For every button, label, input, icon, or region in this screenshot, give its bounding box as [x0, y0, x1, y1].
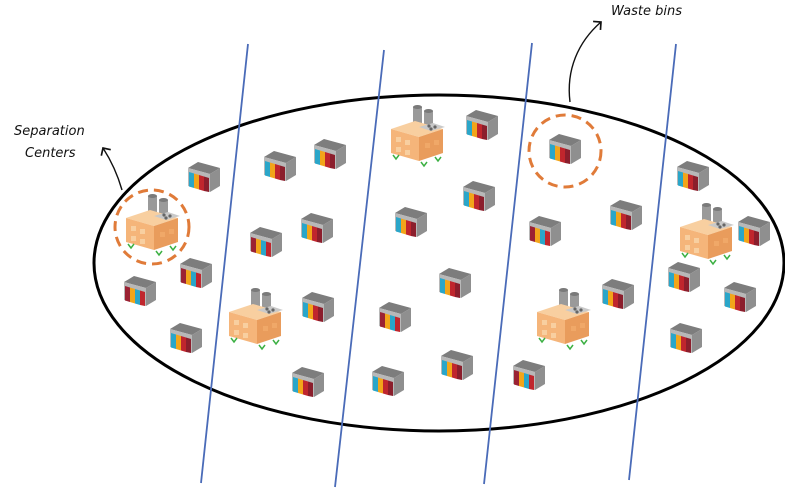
waste-bin-icon — [602, 279, 634, 309]
region-ellipse — [92, 93, 785, 433]
waste-bin-icon — [180, 258, 212, 288]
waste-bin-icon — [466, 110, 498, 140]
highlight-circle-separation-center — [113, 188, 191, 266]
waste-bin-icon — [529, 216, 561, 246]
separation-center-icon — [228, 287, 284, 350]
waste-bin-icon — [668, 262, 700, 292]
waste-bin-icon — [302, 292, 334, 322]
waste-bin-icon — [188, 162, 220, 192]
separation-label-line2: Centers — [25, 146, 76, 161]
waste-bin-icon — [610, 200, 642, 230]
divider-line-1 — [200, 43, 249, 484]
divider-line-3 — [483, 42, 533, 485]
waste-bin-icon — [463, 181, 495, 211]
waste-bin-icon — [724, 282, 756, 312]
separation-center-icon — [679, 202, 735, 265]
waste-bin-icon — [292, 367, 324, 397]
separation-center-icon — [536, 287, 592, 350]
waste-bin-icon — [677, 161, 709, 191]
waste-bin-icon — [670, 323, 702, 353]
waste-bin-icon — [250, 227, 282, 257]
waste-bin-icon — [549, 134, 581, 164]
waste-bin-icon — [124, 276, 156, 306]
divider-line-2 — [334, 49, 385, 488]
highlight-circle-waste-bin — [527, 113, 603, 189]
waste-bin-icon — [372, 366, 404, 396]
waste-bin-icon — [738, 216, 770, 246]
separation-centers-arrow — [100, 147, 123, 191]
waste-bin-icon — [264, 151, 296, 181]
waste-bin-icon — [170, 323, 202, 353]
waste-bin-icon — [379, 302, 411, 332]
waste-bin-icon — [395, 207, 427, 237]
waste-bin-icon — [301, 213, 333, 243]
waste-bin-icon — [513, 360, 545, 390]
waste-bins-label: Waste bins — [611, 4, 682, 19]
waste-bin-icon — [439, 268, 471, 298]
waste-bins-arrow — [568, 20, 602, 103]
divider-line-4 — [628, 43, 677, 481]
separation-label-line1: Separation — [14, 124, 85, 139]
separation-center-icon — [390, 104, 446, 167]
waste-bin-icon — [314, 139, 346, 169]
waste-bin-icon — [441, 350, 473, 380]
separation-center-icon — [125, 193, 181, 256]
